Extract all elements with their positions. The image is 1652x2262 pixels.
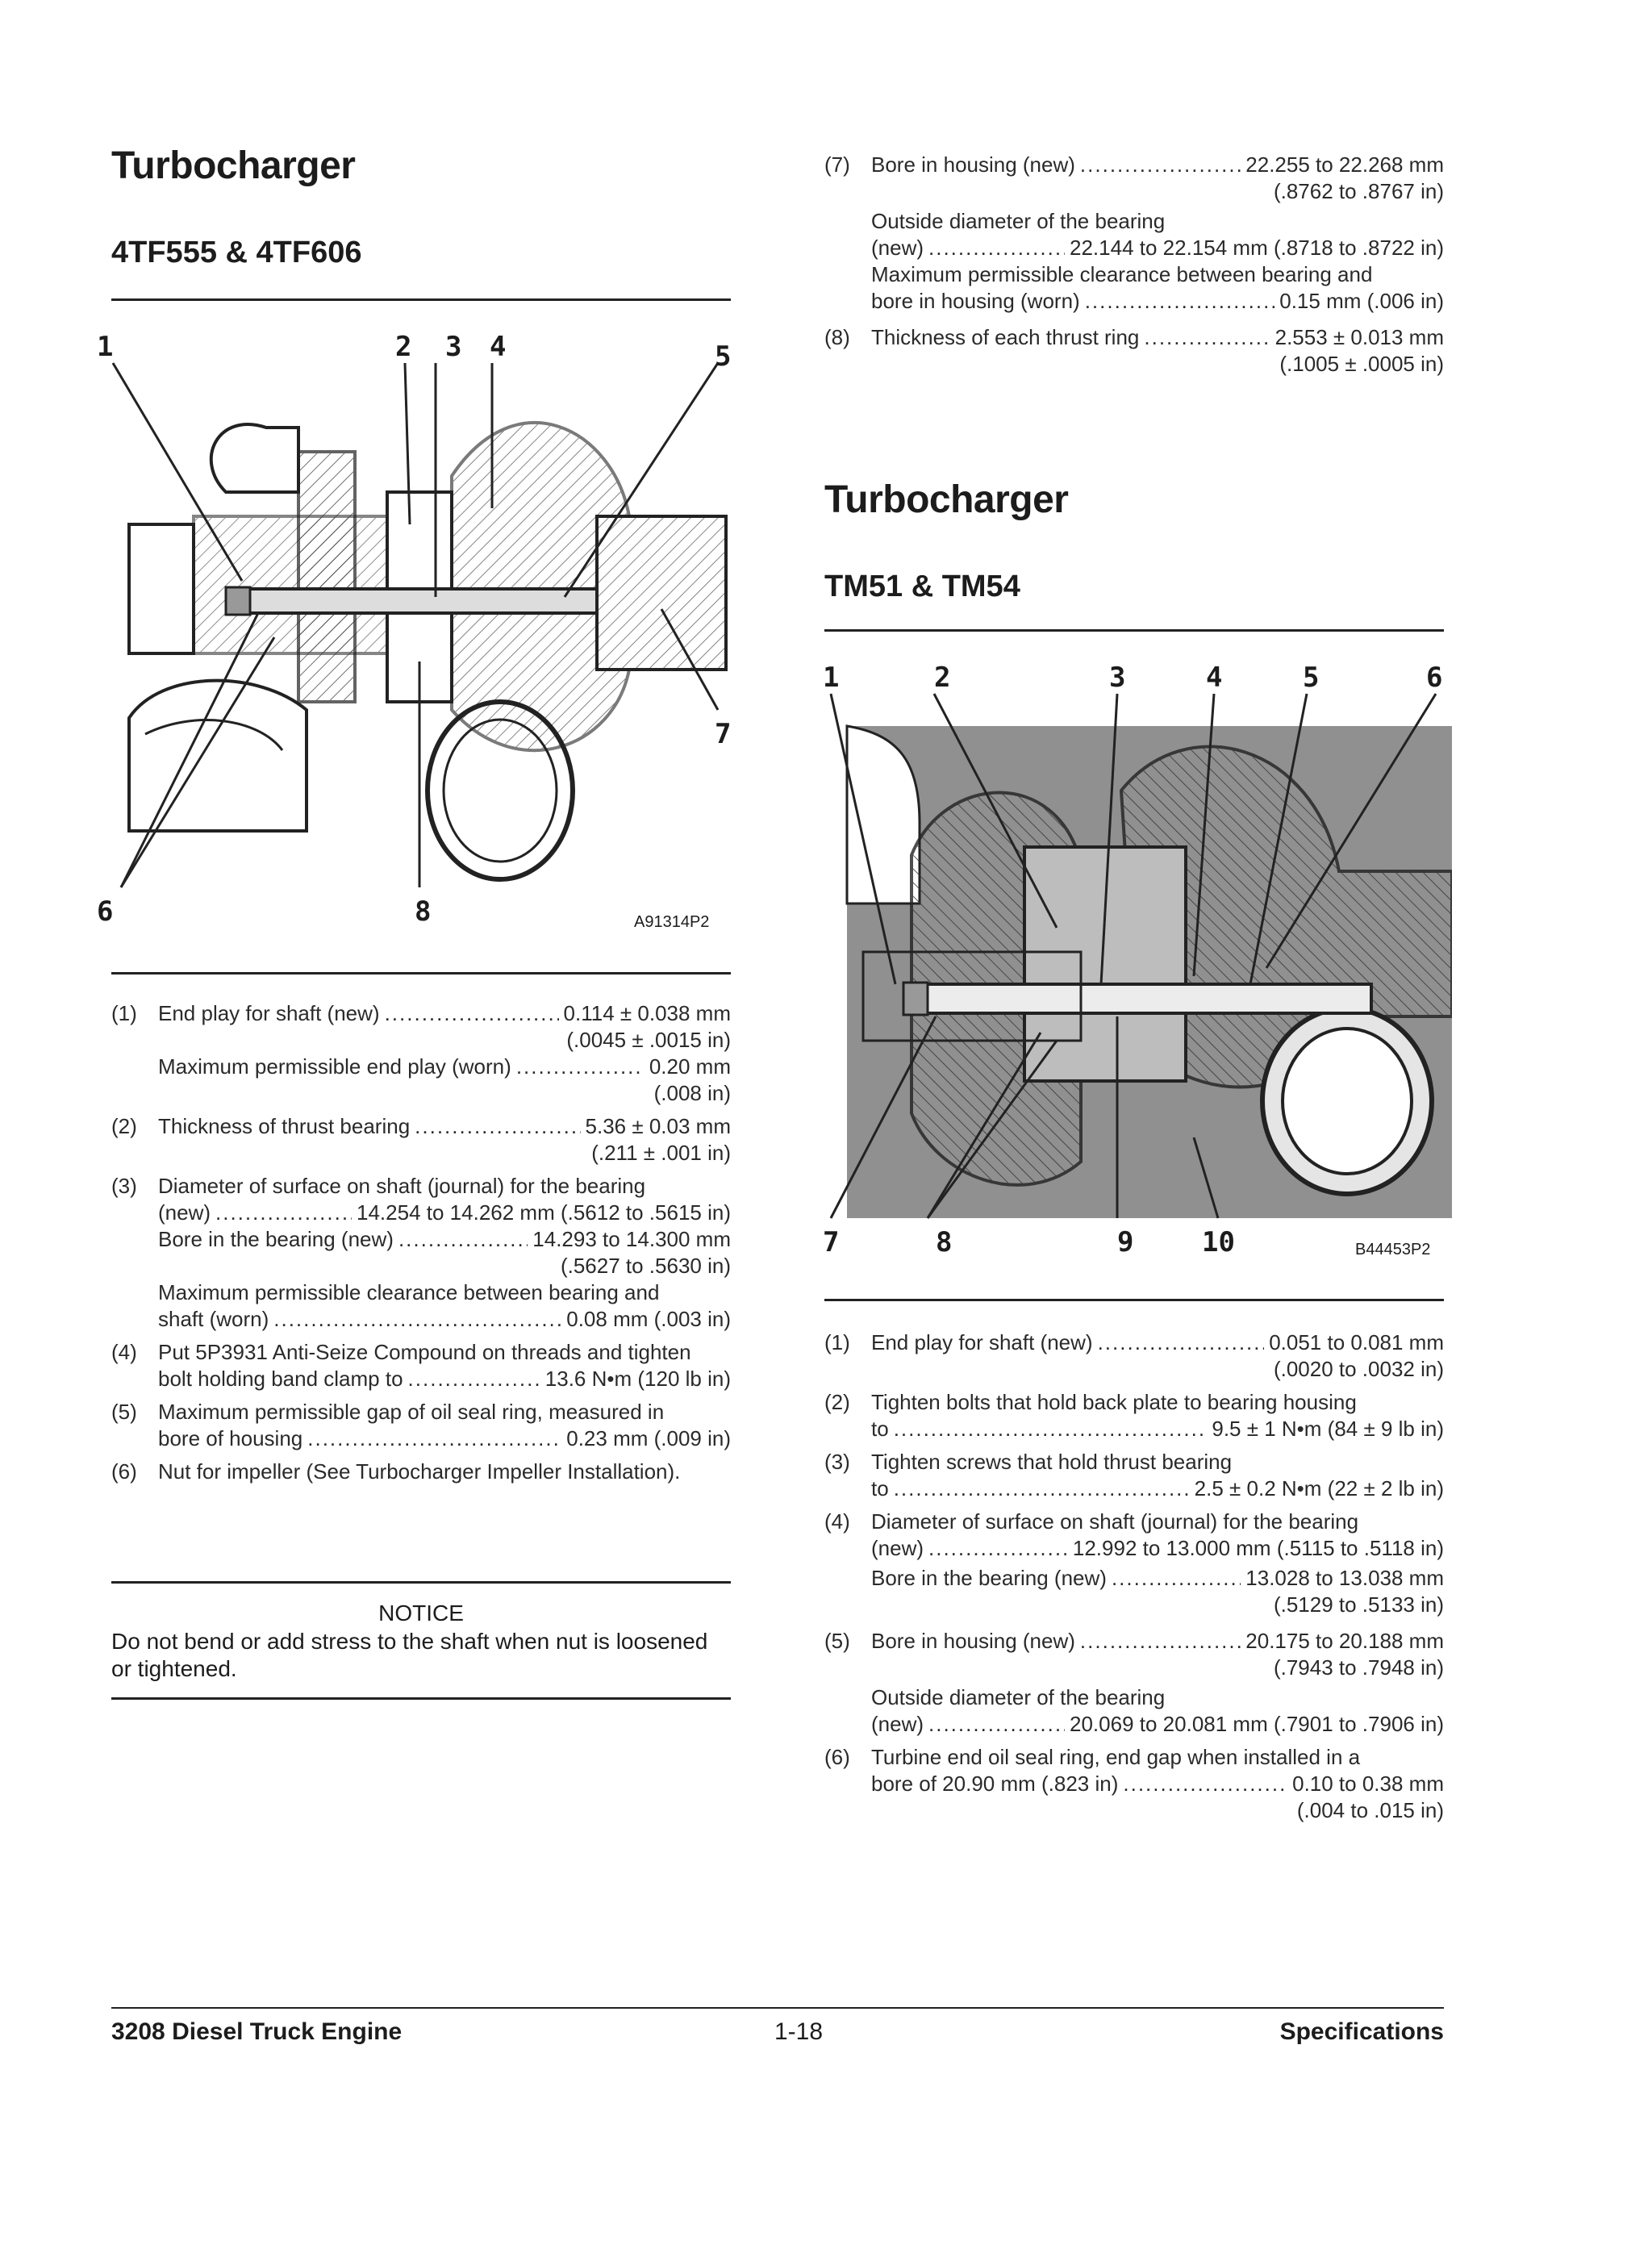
spec-number: (2) [111, 1114, 137, 1138]
spec-line: (new)22.144 to 22.154 mm (.8718 to .8722… [871, 235, 1444, 261]
callout-7: 7 [823, 1226, 840, 1258]
turbocharger-4tf-diagram: 1 2 3 4 5 6 7 8 A91314P2 [97, 331, 742, 944]
spec-number: (6) [824, 1745, 850, 1769]
spec-number: (5) [111, 1400, 137, 1424]
callout-10: 10 [1202, 1226, 1235, 1258]
footer-right: Specifications [1279, 2018, 1444, 2045]
spec-line: (.0020 to .0032 in) [1273, 1357, 1444, 1381]
notice-body: Do not bend or add stress to the shaft w… [111, 1629, 708, 1681]
callout-5: 5 [715, 340, 732, 373]
spec-line: (.8762 to .8767 in) [1273, 179, 1444, 203]
figure-id: A91314P2 [634, 913, 710, 931]
spec-line: bore of 20.90 mm (.823 in)0.10 to 0.38 m… [871, 1771, 1444, 1797]
spec-number: (4) [111, 1340, 137, 1364]
callout-4: 4 [1206, 661, 1223, 694]
right-rule-specs [824, 1299, 1444, 1301]
spec-line: Thickness of thrust bearing5.36 ± 0.03 m… [158, 1113, 731, 1140]
callout-2: 2 [934, 661, 951, 694]
spec-line: Maximum permissible gap of oil seal ring… [158, 1400, 665, 1424]
spec-line: (new)12.992 to 13.000 mm (.5115 to .5118… [871, 1535, 1444, 1562]
right-title: Turbocharger [824, 478, 1069, 521]
spec-number: (2) [824, 1390, 850, 1414]
callout-6: 6 [1426, 661, 1443, 694]
spec-line: (.008 in) [653, 1081, 731, 1105]
spec-line: (.0045 ± .0015 in) [566, 1028, 731, 1052]
callout-3: 3 [445, 331, 462, 363]
callout-3: 3 [1109, 661, 1126, 694]
callout-7: 7 [715, 718, 732, 750]
spec-line: (.211 ± .001 in) [591, 1141, 731, 1165]
spec-line: (.1005 ± .0005 in) [1279, 352, 1444, 376]
footer-left: 3208 Diesel Truck Engine [111, 2018, 403, 2045]
spec-number: (1) [824, 1330, 850, 1354]
spec-line: Maximum permissible clearance between be… [158, 1280, 660, 1304]
left-title: Turbocharger [111, 144, 356, 187]
footer-page-number: 1-18 [774, 2018, 824, 2045]
callout-8: 8 [936, 1226, 953, 1258]
spec-line: Thickness of each thrust ring2.553 ± 0.0… [871, 324, 1444, 351]
spec-line: Maximum permissible clearance between be… [871, 262, 1373, 286]
spec-line: bore in housing (worn)0.15 mm (.006 in) [871, 288, 1444, 315]
spec-line: Diameter of surface on shaft (journal) f… [158, 1174, 646, 1198]
turbocharger-tm-diagram: 1 2 3 4 5 6 7 8 9 10 B44453P2 [815, 661, 1454, 1275]
notice-rule-top [111, 1581, 731, 1584]
callout-4: 4 [490, 331, 507, 363]
left-subtitle: 4TF555 & 4TF606 [111, 236, 362, 269]
turbocharger-tm-drawing [829, 693, 1454, 1219]
callout-6: 6 [97, 895, 114, 928]
spec-line: Outside diameter of the bearing [871, 1685, 1166, 1709]
callout-9: 9 [1117, 1226, 1134, 1258]
left-spec-list: (1) End play for shaft (new)0.114 ± 0.03… [111, 1000, 731, 1549]
right-top-spec-list: (7) Bore in housing (new)22.255 to 22.26… [824, 152, 1444, 386]
spec-line: End play for shaft (new)0.051 to 0.081 m… [871, 1329, 1444, 1356]
spec-line: Bore in housing (new)20.175 to 20.188 mm [871, 1628, 1444, 1655]
spec-line: Outside diameter of the bearing [871, 209, 1166, 233]
spec-number: (3) [111, 1174, 137, 1198]
spec-line: (.7943 to .7948 in) [1273, 1655, 1444, 1680]
notice-heading: NOTICE [378, 1601, 464, 1626]
figure-id: B44453P2 [1355, 1241, 1431, 1258]
spec-line: Bore in the bearing (new)13.028 to 13.03… [871, 1565, 1444, 1592]
spec-line: Bore in the bearing (new)14.293 to 14.30… [158, 1226, 731, 1253]
spec-number: (5) [824, 1629, 850, 1653]
spec-line: to9.5 ± 1 N•m (84 ± 9 lb in) [871, 1416, 1444, 1442]
spec-line: (new)14.254 to 14.262 mm (.5612 to .5615… [158, 1200, 731, 1226]
spec-line: Diameter of surface on shaft (journal) f… [871, 1509, 1359, 1534]
callout-8: 8 [415, 895, 432, 928]
spec-line: Turbine end oil seal ring, end gap when … [871, 1745, 1361, 1769]
callout-2: 2 [395, 331, 412, 363]
spec-line: bore of housing0.23 mm (.009 in) [158, 1425, 731, 1452]
callout-1: 1 [823, 661, 840, 694]
notice-rule-bottom [111, 1697, 731, 1700]
callout-5: 5 [1303, 661, 1320, 694]
turbocharger-4tf-drawing [111, 362, 728, 888]
spec-number: (1) [111, 1001, 137, 1025]
spec-line: to2.5 ± 0.2 N•m (22 ± 2 lb in) [871, 1475, 1444, 1502]
callout-1: 1 [97, 331, 114, 363]
footer-rule [111, 2007, 1444, 2009]
spec-line: Put 5P3931 Anti-Seize Compound on thread… [158, 1340, 691, 1364]
spec-number: (7) [824, 152, 850, 177]
spec-line: End play for shaft (new)0.114 ± 0.038 mm [158, 1000, 731, 1027]
spec-line: (.004 to .015 in) [1296, 1798, 1444, 1822]
spec-number: (3) [824, 1450, 850, 1474]
spec-line: Nut for impeller (See Turbocharger Impel… [158, 1459, 681, 1484]
left-rule-top [111, 298, 731, 301]
spec-number: (6) [111, 1459, 137, 1484]
right-rule-top [824, 629, 1444, 632]
left-rule-specs [111, 972, 731, 974]
spec-number: (8) [824, 325, 850, 349]
spec-line: Tighten bolts that hold back plate to be… [871, 1390, 1357, 1414]
spec-line: (new)20.069 to 20.081 mm (.7901 to .7906… [871, 1711, 1444, 1738]
spec-line: Maximum permissible end play (worn)0.20 … [158, 1054, 731, 1080]
spec-line: (.5627 to .5630 in) [560, 1254, 731, 1278]
right-subtitle: TM51 & TM54 [824, 570, 1020, 603]
spec-line: (.5129 to .5133 in) [1273, 1592, 1444, 1617]
spec-number: (4) [824, 1509, 850, 1534]
spec-line: Tighten screws that hold thrust bearing [871, 1450, 1233, 1474]
spec-line: Bore in housing (new)22.255 to 22.268 mm [871, 152, 1444, 178]
spec-line: shaft (worn)0.08 mm (.003 in) [158, 1306, 731, 1333]
right-spec-list: (1) End play for shaft (new)0.051 to 0.0… [824, 1329, 1444, 1878]
